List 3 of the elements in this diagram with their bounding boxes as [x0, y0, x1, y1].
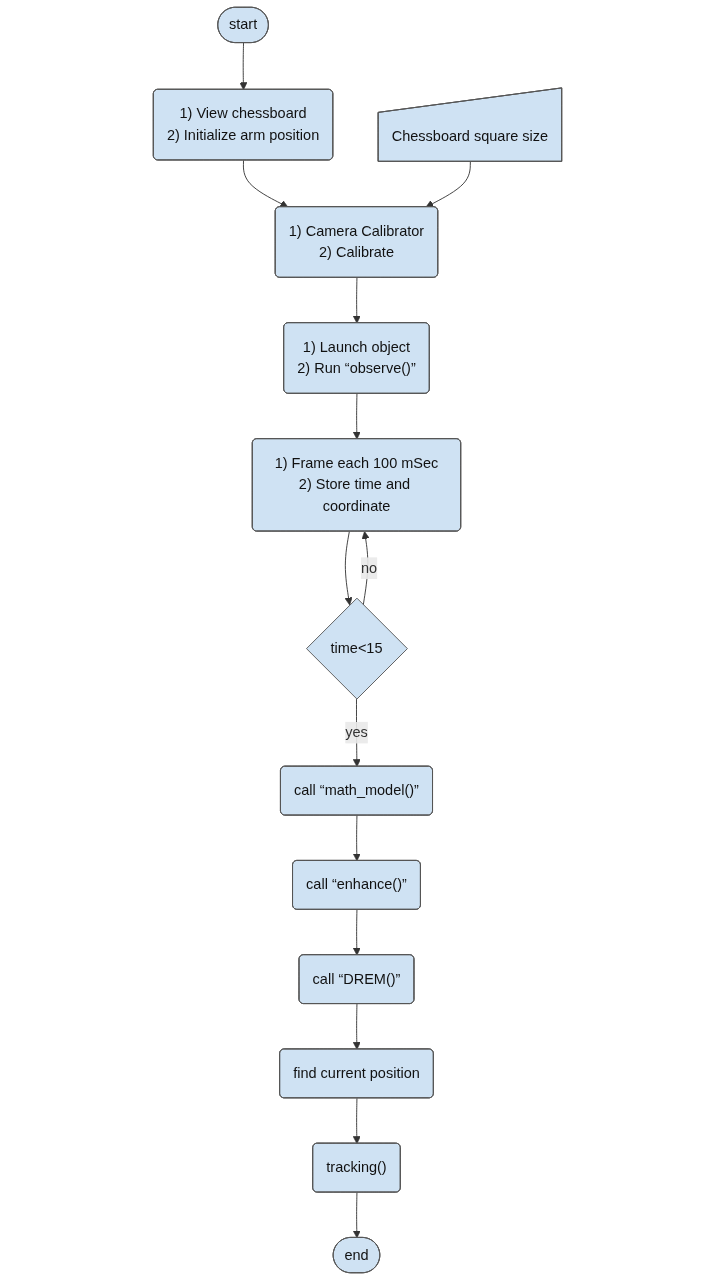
edge-label: no [360, 560, 378, 576]
node-diamond: time<15 [306, 597, 408, 700]
edge-label: yes [345, 724, 368, 740]
